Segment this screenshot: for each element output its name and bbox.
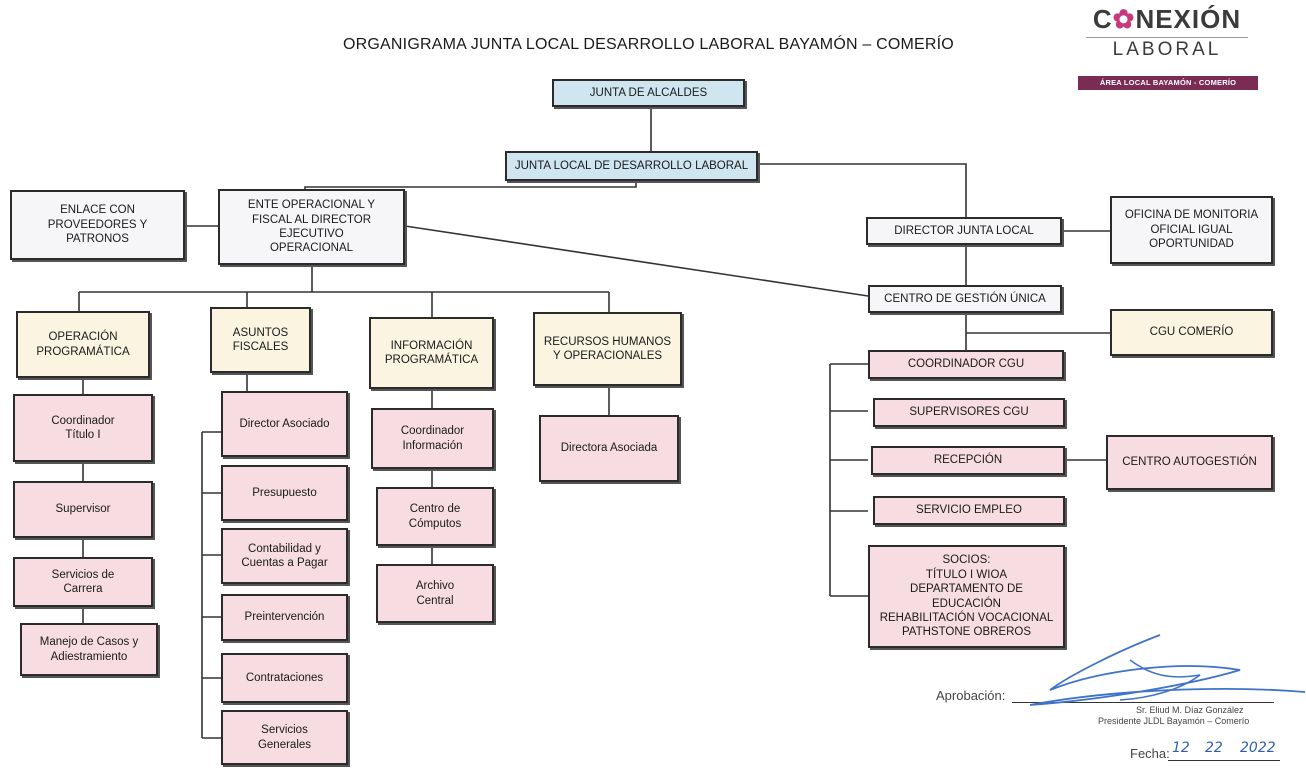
page-title: ORGANIGRAMA JUNTA LOCAL DESARROLLO LABOR… bbox=[343, 36, 954, 53]
node-enlace: ENLACE CON PROVEEDORES Y PATRONOS bbox=[10, 190, 185, 260]
node-servicios-generales: Servicios Generales bbox=[221, 710, 348, 765]
node-coordinador-cgu: COORDINADOR CGU bbox=[868, 350, 1064, 379]
node-servicio-empleo: SERVICIO EMPLEO bbox=[873, 496, 1065, 525]
date-day: 22 bbox=[1205, 740, 1223, 756]
brand-logo-c: C bbox=[1092, 4, 1113, 34]
node-directora-asociada: Directora Asociada bbox=[539, 415, 679, 482]
node-servicios-carrera: Servicios de Carrera bbox=[13, 557, 153, 607]
node-director-asociado: Director Asociado bbox=[221, 391, 348, 457]
node-centro-autogestion: CENTRO AUTOGESTIÓN bbox=[1106, 435, 1273, 490]
node-contrataciones: Contrataciones bbox=[221, 653, 348, 703]
date-year: 2022 bbox=[1240, 740, 1276, 756]
node-recursos-humanos: RECURSOS HUMANOS Y OPERACIONALES bbox=[533, 312, 682, 386]
node-oficina-monitoria: OFICINA DE MONITORIA OFICIAL IGUAL OPORT… bbox=[1110, 196, 1273, 264]
brand-logo-sub: LABORAL bbox=[1112, 39, 1222, 60]
node-preintervencion: Preintervención bbox=[221, 594, 348, 641]
node-presupuesto: Presupuesto bbox=[221, 465, 348, 521]
node-socios: SOCIOS: TÍTULO I WIOA DEPARTAMENTO DE ED… bbox=[868, 545, 1065, 648]
brand-logo-flower-o: ✿ bbox=[1112, 4, 1136, 34]
brand-logo-band: ÁREA LOCAL BAYAMÓN - COMERÍO bbox=[1078, 76, 1258, 90]
node-ente: ENTE OPERACIONAL Y FISCAL AL DIRECTOR EJ… bbox=[218, 189, 405, 265]
node-manejo-casos: Manejo de Casos y Adiestramiento bbox=[20, 623, 158, 676]
node-centro-gestion-unica: CENTRO DE GESTIÓN ÚNICA bbox=[868, 285, 1062, 313]
date-line bbox=[1168, 760, 1280, 761]
node-recepcion: RECEPCIÓN bbox=[871, 446, 1065, 475]
node-coordinador-titulo: Coordinador Título I bbox=[13, 394, 153, 462]
node-junta-alcaldes: JUNTA DE ALCALDES bbox=[552, 79, 745, 107]
brand-logo: C✿NEXIÓN bbox=[1082, 4, 1252, 35]
logo-divider bbox=[1086, 37, 1248, 38]
node-coordinador-informacion: Coordinador Información bbox=[371, 408, 494, 469]
signer-title: Presidente JLDL Bayamón – Comerío bbox=[1098, 716, 1250, 726]
node-informacion-programatica: INFORMACIÓN PROGRAMÁTICA bbox=[369, 317, 494, 389]
node-archivo-central: Archivo Central bbox=[376, 564, 494, 623]
node-junta-local: JUNTA LOCAL DE DESARROLLO LABORAL bbox=[505, 151, 758, 181]
node-supervisor: Supervisor bbox=[13, 481, 153, 538]
date-month: 12 bbox=[1172, 740, 1190, 756]
node-asuntos-fiscales: ASUNTOS FISCALES bbox=[210, 307, 311, 373]
node-centro-computos: Centro de Cómputos bbox=[376, 487, 494, 546]
handwritten-signature bbox=[1029, 634, 1306, 706]
date-label: Fecha: bbox=[1130, 746, 1170, 761]
node-operacion-programatica: OPERACIÓN PROGRAMÁTICA bbox=[16, 311, 150, 378]
approval-label: Aprobación: bbox=[936, 688, 1006, 703]
signer-name: Sr. Eliud M. Díaz González bbox=[1136, 705, 1244, 715]
brand-logo-rest: NEXIÓN bbox=[1135, 4, 1242, 34]
node-cgu-comerio: CGU COMERÍO bbox=[1110, 309, 1273, 356]
node-director-junta-local: DIRECTOR JUNTA LOCAL bbox=[866, 217, 1062, 245]
node-supervisores-cgu: SUPERVISORES CGU bbox=[873, 398, 1065, 427]
approval-line bbox=[1012, 702, 1274, 703]
node-contabilidad: Contabilidad y Cuentas a Pagar bbox=[221, 528, 348, 584]
